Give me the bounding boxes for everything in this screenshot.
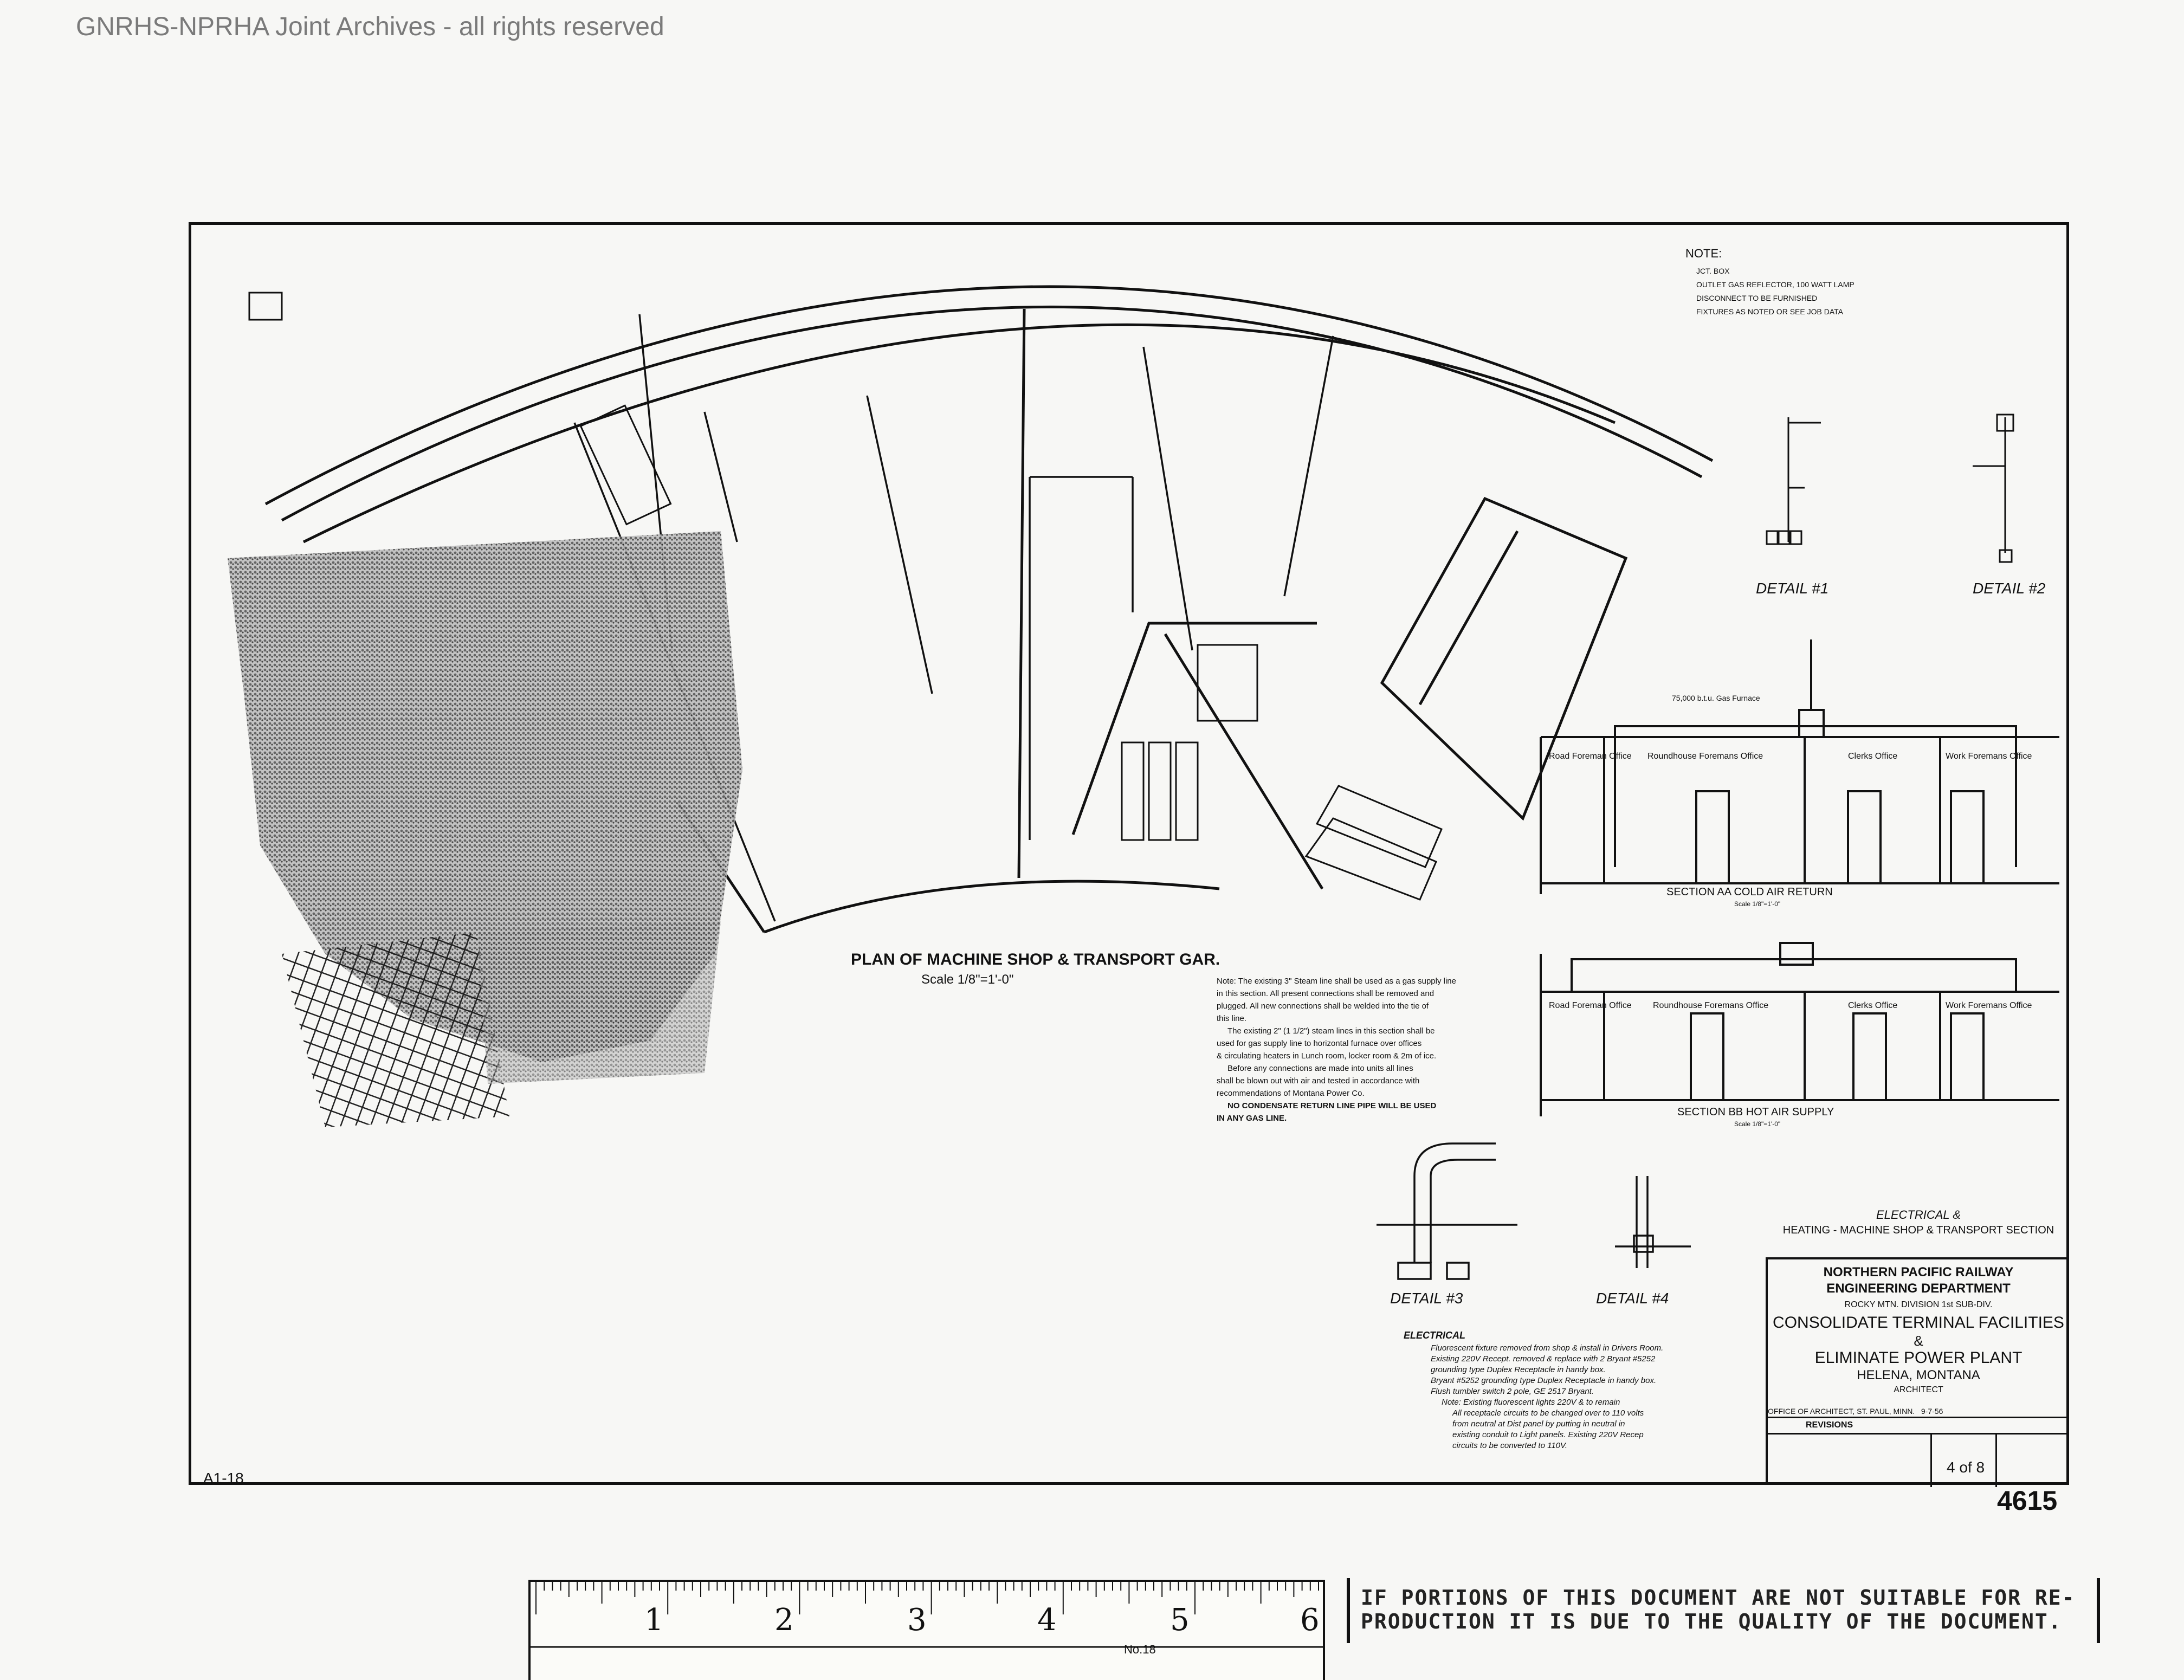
svg-text:recommendations of Montana Pow: recommendations of Montana Power Co.	[1217, 1089, 1365, 1098]
svg-text:Note: The existing 3" Steam li: Note: The existing 3" Steam line shall b…	[1217, 977, 1456, 986]
detail-1-label: DETAIL #1	[1756, 580, 1828, 597]
electrical-notes: ELECTRICAL Fluorescent fixture removed f…	[1404, 1330, 1663, 1450]
svg-text:from neutral at Dist panel by: from neutral at Dist panel by putting in…	[1452, 1419, 1625, 1429]
title-sheet-number: 4 of 8	[1947, 1459, 1985, 1476]
detail-3-label: DETAIL #3	[1390, 1290, 1463, 1307]
title-revisions-label: REVISIONS	[1806, 1420, 1853, 1430]
legend-item-2: OUTLET GAS REFLECTOR, 100 WATT LAMP	[1696, 280, 1855, 289]
detail-2-diagram	[1973, 413, 2014, 563]
ruler-ticks	[531, 1582, 1323, 1648]
title-location: HELENA, MONTANA	[1857, 1368, 1980, 1382]
legend-item-3: DISCONNECT TO BE FURNISHED	[1696, 294, 1817, 302]
svg-text:Flush tumbler switch 2 pole, G: Flush tumbler switch 2 pole, GE 2517 Bry…	[1431, 1387, 1594, 1396]
section-aa-scale: Scale 1/8"=1'-0"	[1734, 900, 1780, 908]
svg-text:circuits to be converted to 11: circuits to be converted to 110V.	[1452, 1441, 1567, 1450]
svg-text:NO CONDENSATE RETURN LINE PIPE: NO CONDENSATE RETURN LINE PIPE WILL BE U…	[1227, 1101, 1436, 1110]
sheet-corner-left: A1-18	[203, 1470, 244, 1487]
ruler-number-1: 1	[644, 1603, 664, 1638]
detail-4-label: DETAIL #4	[1596, 1290, 1669, 1307]
scale-ruler: 1 2 3 4 5 6 No.18	[528, 1580, 1325, 1680]
section-bb-drawing	[1540, 942, 2059, 1116]
section-aa-drawing	[1540, 639, 2059, 894]
title-caption-2: HEATING - MACHINE SHOP & TRANSPORT SECTI…	[1782, 1224, 2054, 1236]
section-aa-room-3: Clerks Office	[1848, 752, 1897, 761]
ruler-number-6: 6	[1300, 1603, 1320, 1638]
svg-text:Bryant #5252 grounding type Du: Bryant #5252 grounding type Duplex Recep…	[1431, 1376, 1656, 1385]
sheet-corner-right: 4615	[1997, 1485, 2058, 1516]
svg-text:used for gas supply line to ho: used for gas supply line to horizontal f…	[1217, 1039, 1421, 1048]
building-outline	[264, 285, 1714, 934]
svg-text:The existing 2" (1 1/2") steam: The existing 2" (1 1/2") steam lines in …	[1227, 1026, 1435, 1036]
svg-text:All receptacle circuits to be: All receptacle circuits to be changed ov…	[1452, 1408, 1644, 1418]
title-block: ELECTRICAL & HEATING - MACHINE SHOP & TR…	[1766, 1208, 2069, 1487]
legend-item-1: JCT. BOX	[1696, 267, 1730, 275]
section-bb-title: SECTION BB HOT AIR SUPPLY	[1677, 1106, 1834, 1118]
svg-text:Before any connections are mad: Before any connections are made into uni…	[1227, 1064, 1413, 1073]
svg-text:this line.: this line.	[1217, 1014, 1246, 1023]
title-office: OFFICE OF ARCHITECT, ST. PAUL, MINN. 9-7…	[1768, 1407, 1943, 1416]
detail-1-diagram	[1766, 417, 1821, 545]
title-department: ENGINEERING DEPARTMENT	[1826, 1281, 2011, 1296]
gas-note: Note: The existing 3" Steam line shall b…	[1217, 977, 1456, 1123]
svg-text:Note: Existing fluorescent lig: Note: Existing fluorescent lights 220V &…	[1442, 1398, 1620, 1407]
detail-4-diagram	[1615, 1176, 1691, 1268]
svg-text:& circulating heaters in Lunch: & circulating heaters in Lunch room, loc…	[1217, 1051, 1436, 1061]
section-bb-room-4: Work Foremans Office	[1946, 1001, 2032, 1010]
section-bb-room-1: Road Foreman Office	[1549, 1001, 1632, 1010]
equipment-blocks	[248, 292, 1443, 901]
ruler-number-5: 5	[1170, 1603, 1190, 1638]
damaged-area	[228, 531, 742, 1127]
section-bb-scale: Scale 1/8"=1'-0"	[1734, 1120, 1780, 1128]
ruler-number-2: 2	[774, 1603, 794, 1638]
title-division: ROCKY MTN. DIVISION 1st SUB-DIV.	[1844, 1300, 1993, 1309]
title-caption-1: ELECTRICAL &	[1876, 1208, 1961, 1222]
detail-2-label: DETAIL #2	[1973, 580, 2046, 597]
svg-text:plugged. All new connections s: plugged. All new connections shall be we…	[1217, 1001, 1429, 1011]
svg-text:ELECTRICAL: ELECTRICAL	[1404, 1330, 1465, 1341]
section-bb-room-2: Roundhouse Foremans Office	[1653, 1001, 1768, 1010]
title-company: NORTHERN PACIFIC RAILWAY	[1823, 1265, 2014, 1280]
svg-text:Fluorescent fixture removed fr: Fluorescent fixture removed from shop & …	[1431, 1343, 1663, 1353]
section-aa-title: SECTION AA COLD AIR RETURN	[1666, 886, 1833, 898]
svg-text:in this section. All present c: in this section. All present connections…	[1217, 989, 1434, 998]
section-bb-room-3: Clerks Office	[1848, 1001, 1897, 1010]
svg-text:grounding type Duplex Receptac: grounding type Duplex Receptacle in hand…	[1431, 1365, 1606, 1374]
section-aa-room-1: Road Foreman Office	[1549, 752, 1632, 761]
ruler-number-3: 3	[907, 1603, 927, 1638]
section-aa-room-2: Roundhouse Foremans Office	[1647, 752, 1763, 761]
plan-scale: Scale 1/8"=1'-0"	[921, 972, 1013, 987]
title-architect: ARCHITECT	[1894, 1385, 1943, 1394]
title-project-amp: &	[1914, 1333, 1923, 1349]
title-project-2: ELIMINATE POWER PLANT	[1814, 1349, 2023, 1367]
legend-item-4: FIXTURES AS NOTED OR SEE JOB DATA	[1696, 307, 1844, 316]
ruler-model: No.18	[1124, 1643, 1156, 1656]
detail-3-diagram	[1377, 1142, 1517, 1280]
notice-line-1: IF PORTIONS OF THIS DOCUMENT ARE NOT SUI…	[1361, 1586, 2076, 1610]
svg-text:shall be blown out with air an: shall be blown out with air and tested i…	[1217, 1076, 1419, 1085]
svg-text:IN ANY GAS LINE.: IN ANY GAS LINE.	[1217, 1114, 1287, 1123]
drawing-sheet-border	[189, 222, 2069, 1485]
notice-line-2: PRODUCTION IT IS DUE TO THE QUALITY OF T…	[1361, 1610, 2062, 1633]
notes-header: NOTE:	[1685, 247, 1722, 260]
reproduction-notice: IF PORTIONS OF THIS DOCUMENT ARE NOT SUI…	[1347, 1578, 2100, 1643]
title-project-1: CONSOLIDATE TERMINAL FACILITIES	[1773, 1314, 2064, 1332]
svg-text:existing conduit to Light pane: existing conduit to Light panels. Existi…	[1452, 1430, 1644, 1439]
ruler-number-4: 4	[1037, 1603, 1057, 1638]
plan-title: PLAN OF MACHINE SHOP & TRANSPORT GAR.	[851, 951, 1220, 968]
svg-text:Existing 220V Recept. removed: Existing 220V Recept. removed & replace …	[1431, 1354, 1656, 1364]
section-aa-room-4: Work Foremans Office	[1946, 752, 2032, 761]
section-aa-furnace: 75,000 b.t.u. Gas Furnace	[1672, 694, 1760, 702]
watermark: GNRHS-NPRHA Joint Archives - all rights …	[76, 12, 664, 41]
